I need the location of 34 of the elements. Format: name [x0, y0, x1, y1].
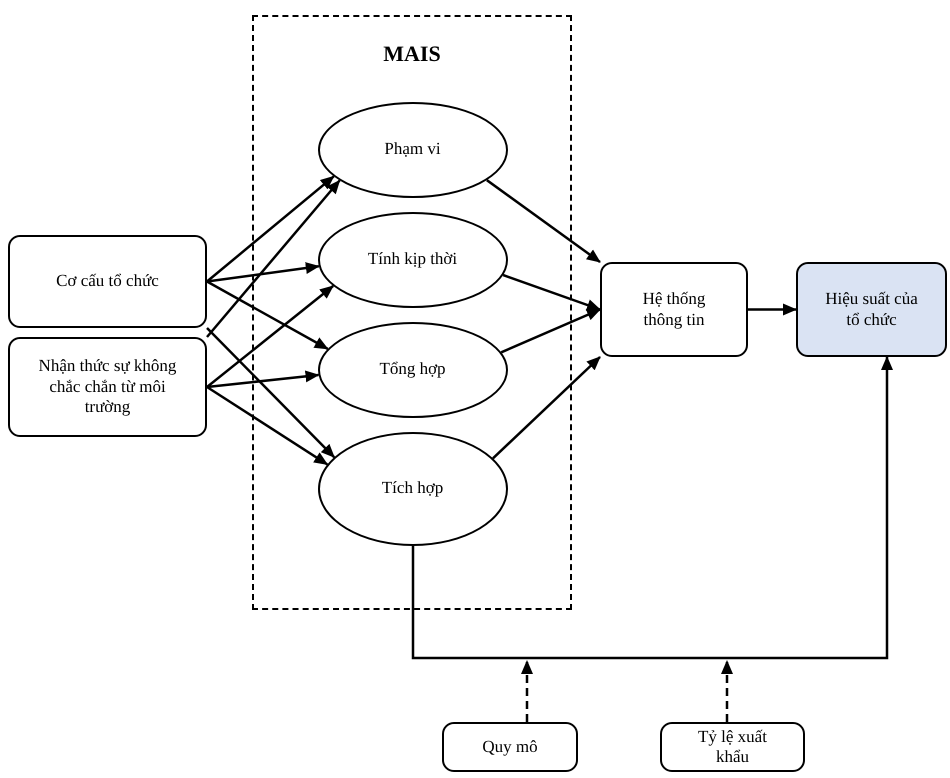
node-label: Tích hợp: [382, 478, 444, 499]
process-box: [442, 722, 578, 772]
arrow: [500, 308, 601, 354]
node-label: Tính kịp thời: [368, 249, 458, 270]
process-box: [796, 262, 947, 357]
node-label: Phạm vi: [384, 139, 441, 160]
arrow: [492, 356, 601, 460]
group-title: MAIS: [383, 41, 441, 67]
arrow: [206, 280, 329, 350]
arrow: [206, 386, 328, 466]
process-box: [8, 235, 207, 328]
process-box: [660, 722, 805, 772]
dashed-group-box: [252, 15, 572, 610]
arrow: [206, 262, 320, 283]
node-label: Tổng hợp: [379, 359, 446, 380]
arrow: [206, 370, 320, 388]
arrow: [206, 285, 334, 388]
process-box: [600, 262, 748, 357]
node-label: Hệ thống thông tin: [642, 289, 706, 330]
arrow: [521, 660, 533, 722]
node-label: Cơ cấu tổ chức: [56, 271, 159, 292]
arrow: [748, 304, 797, 316]
arrow: [206, 175, 334, 282]
arrow: [502, 274, 601, 311]
arrow: [206, 327, 336, 458]
node-label: Hiệu suất của tổ chức: [824, 289, 919, 330]
arrow: [412, 356, 893, 660]
node-label: Nhận thức sự không chắc chắn từ môi trường: [38, 356, 178, 418]
process-box: [8, 337, 207, 437]
node-label: Tỷ lệ xuất khẩu: [697, 726, 768, 768]
arrow: [486, 179, 601, 264]
node-label: Quy mô: [482, 736, 538, 758]
arrow: [721, 660, 733, 722]
arrow: [206, 180, 341, 338]
